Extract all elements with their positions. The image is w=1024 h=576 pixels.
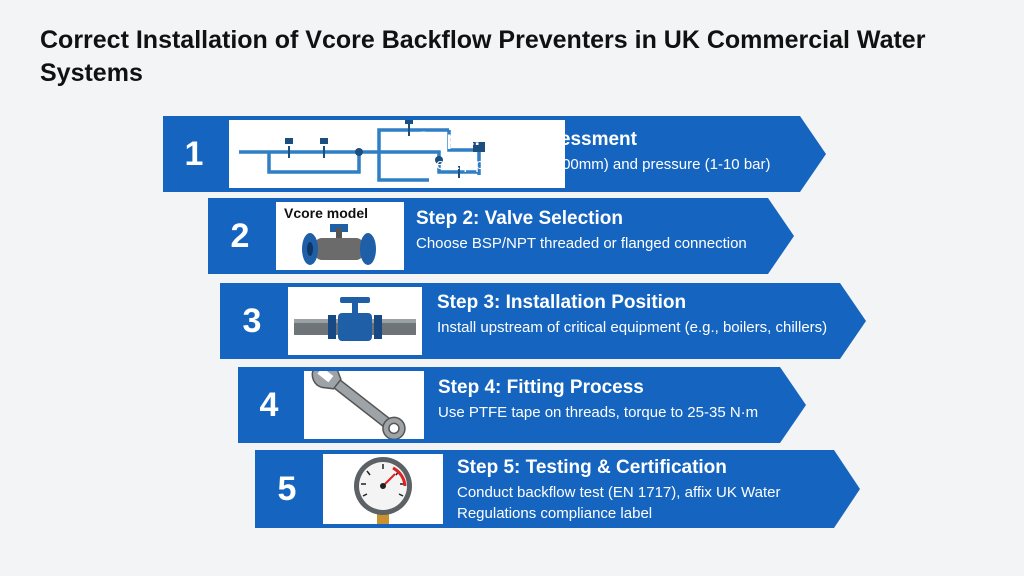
step-text: Step 2: Valve Selection Choose BSP/NPT t… <box>416 207 764 254</box>
step-description: Conduct backflow test (EN 1717), affix U… <box>457 484 781 522</box>
step-description: Install upstream of critical equipment (… <box>437 319 828 336</box>
step-number: 4 <box>259 385 279 424</box>
step-1: 1 Step 1: Site Assessment Check pipe siz… <box>163 116 826 192</box>
inline-valve-icon <box>288 287 422 355</box>
step-title: Step 5: Testing & Certification <box>457 457 727 478</box>
wrench-icon <box>304 371 424 439</box>
valve-icon: Vcore model <box>276 202 404 270</box>
pressure-gauge-icon <box>323 454 443 524</box>
step-number: 2 <box>230 216 250 255</box>
step-3: 3 Step 3: Installation Position Install … <box>220 283 866 359</box>
step-title: Step 3: Installation Position <box>437 292 687 313</box>
step-number: 3 <box>242 301 262 340</box>
step-text: Step 1: Site Assessment Check pipe size … <box>417 128 796 175</box>
step-title: Step 1: Site Assessment <box>417 129 637 150</box>
step-title: Step 2: Valve Selection <box>416 208 623 229</box>
step-number: 1 <box>184 134 204 173</box>
step-4: 4 Step 4: Fitting Process Use PTFE tape … <box>238 367 806 443</box>
step-text: Step 5: Testing & Certification Conduct … <box>457 456 830 524</box>
step-5: 5 Step 5: Testing & Certification Conduc… <box>255 450 860 528</box>
step-2: 2 Vcore model Step 2: Valve Selection Ch… <box>208 198 794 274</box>
step-text: Step 3: Installation Position Install up… <box>437 291 836 338</box>
pipe-network-icon <box>229 120 565 188</box>
step-number: 5 <box>277 469 297 508</box>
step-title: Step 4: Fitting Process <box>438 377 644 398</box>
step-text: Step 4: Fitting Process Use PTFE tape on… <box>438 376 776 423</box>
step-description: Use PTFE tape on threads, torque to 25-3… <box>438 404 759 421</box>
image-label: Vcore model <box>284 205 369 221</box>
step-description: Check pipe size (15-100mm) and pressure … <box>417 156 771 173</box>
page-title: Correct Installation of Vcore Backflow P… <box>40 26 926 87</box>
step-description: Choose BSP/NPT threaded or flanged conne… <box>416 235 747 252</box>
